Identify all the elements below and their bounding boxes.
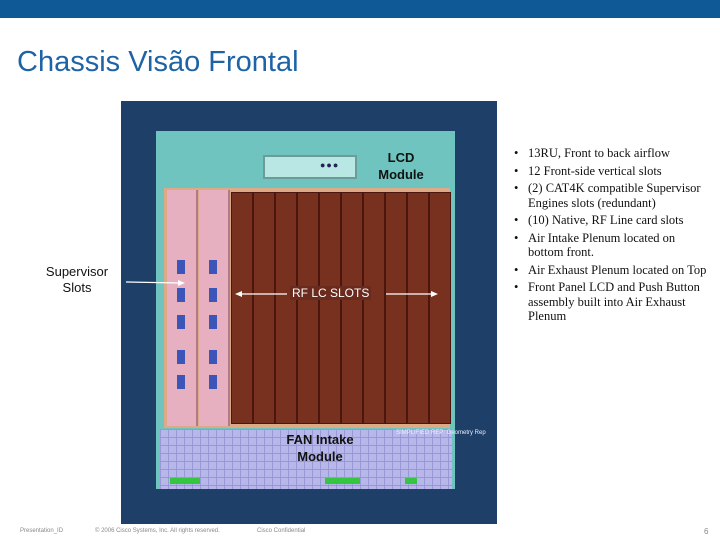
rf-line-card xyxy=(363,192,385,424)
supervisor-label-line1: Supervisor xyxy=(45,264,109,279)
rf-line-card xyxy=(429,192,451,424)
rf-lc-slots-label: RF LC SLOTS xyxy=(290,286,372,300)
supervisor-port xyxy=(177,315,185,329)
rf-line-card xyxy=(253,192,275,424)
fan-intake-module xyxy=(160,429,452,489)
bullet-item: (2) CAT4K compatible Supervisor Engines … xyxy=(510,181,710,210)
fan-intake-label: FAN Intake Module xyxy=(265,431,375,465)
page-number: 6 xyxy=(704,527,709,536)
supervisor-label-line2: Slots xyxy=(62,280,92,295)
bullet-item: 13RU, Front to back airflow xyxy=(510,146,710,161)
supervisor-port xyxy=(177,350,185,364)
supervisor-port xyxy=(209,375,217,389)
lcd-buttons: ●●● xyxy=(320,160,340,170)
supervisor-port xyxy=(177,288,185,302)
supervisor-port xyxy=(209,288,217,302)
bullet-item: (10) Native, RF Line card slots xyxy=(510,213,710,228)
supervisor-port xyxy=(209,350,217,364)
supervisor-arrow xyxy=(125,280,185,286)
supervisor-card-1 xyxy=(167,190,198,426)
top-bar xyxy=(0,0,720,18)
fan-indicator xyxy=(170,478,200,484)
footer-copyright: © 2006 Cisco Systems, Inc. All rights re… xyxy=(95,528,220,534)
rf-line-card xyxy=(319,192,341,424)
fan-label-line1: FAN Intake xyxy=(286,432,354,447)
supervisor-port xyxy=(209,315,217,329)
lcd-display xyxy=(263,155,357,179)
rf-line-card xyxy=(231,192,253,424)
rf-slots-arrow-left xyxy=(235,291,287,297)
supervisor-port xyxy=(177,260,185,274)
fan-indicator xyxy=(405,478,417,484)
lcd-module-label: LCD Module xyxy=(362,149,440,183)
rf-slots-arrow-right xyxy=(386,291,438,297)
footer-presentation-id: Presentation_ID xyxy=(20,528,64,534)
supervisor-card-2 xyxy=(199,190,230,426)
rf-line-card xyxy=(385,192,407,424)
lcd-label-line2: Module xyxy=(378,167,424,182)
rf-line-card xyxy=(341,192,363,424)
bullet-item: 12 Front-side vertical slots xyxy=(510,164,710,179)
fan-indicator xyxy=(325,478,360,484)
supervisor-port xyxy=(177,375,185,389)
bullet-item: Front Panel LCD and Push Button assembly… xyxy=(510,280,710,324)
supervisor-port xyxy=(209,260,217,274)
bullet-item: Air Exhaust Plenum located on Top xyxy=(510,263,710,278)
supervisor-slots-label: Supervisor Slots xyxy=(34,264,120,296)
lcd-label-line1: LCD xyxy=(387,150,415,165)
rf-line-card xyxy=(275,192,297,424)
bullet-item: Air Intake Plenum located on bottom fron… xyxy=(510,231,710,260)
fan-label-line2: Module xyxy=(297,449,343,464)
rf-line-card xyxy=(297,192,319,424)
rf-line-card xyxy=(407,192,429,424)
simplified-rep-caption: SIMPLIFIED REP: Geometry Rep xyxy=(396,430,486,436)
slide-title: Chassis Visão Frontal xyxy=(17,46,299,78)
footer-confidential: Cisco Confidential xyxy=(257,528,306,534)
feature-bullet-list: 13RU, Front to back airflow 12 Front-sid… xyxy=(510,146,710,327)
